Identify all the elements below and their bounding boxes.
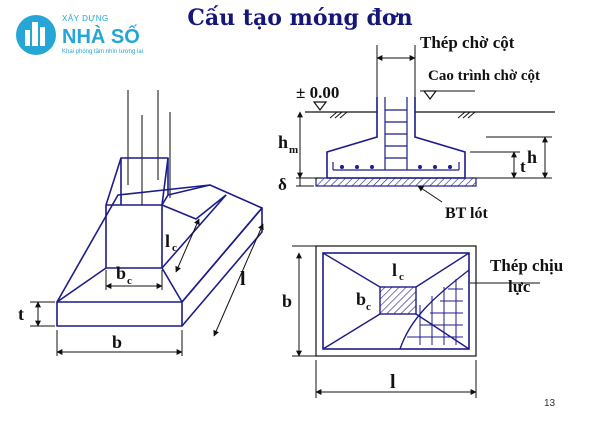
section-view: [296, 45, 555, 203]
label-zero-level: ± 0.00: [296, 83, 339, 102]
starter-level-marker-icon: [422, 90, 438, 100]
plan-rebar-grid: [407, 279, 463, 345]
iso-label-l: l: [240, 268, 246, 290]
svg-text:m: m: [289, 144, 298, 156]
isometric-dimensions: [30, 218, 264, 356]
column-front: [105, 204, 163, 269]
iso-label-b: b: [112, 332, 122, 352]
rebar-dots: [340, 165, 452, 169]
svg-text:l: l: [165, 231, 170, 251]
footing-rebar: [332, 97, 460, 171]
svg-text:c: c: [127, 275, 132, 287]
plan-label-bc: b c: [356, 289, 371, 313]
label-delta: δ: [278, 175, 287, 194]
base-top-edge: [56, 184, 263, 303]
svg-text:c: c: [399, 271, 404, 283]
plan-view: [292, 245, 540, 398]
label-starter-level: Cao trình chờ cột: [428, 68, 540, 84]
page-title: Cấu tạo móng đơn: [187, 5, 412, 31]
svg-text:h: h: [278, 132, 288, 152]
iso-label-bc: b c: [116, 263, 132, 287]
lean-concrete-outline: [315, 245, 477, 357]
page-number: 13: [544, 398, 556, 409]
base-front-face: [56, 301, 183, 327]
lean-concrete-layer: [315, 177, 477, 187]
column-top: [105, 157, 169, 206]
footing-plan-outline: [322, 252, 470, 350]
isometric-view: [56, 90, 263, 327]
column-plan: [379, 286, 417, 315]
logo-tagline: Khai phóng tầm nhìn tương lai: [62, 49, 143, 55]
logo-line-1: XÂY DỰNG: [62, 14, 109, 23]
footing-section-outline: [326, 97, 466, 179]
svg-text:c: c: [366, 301, 371, 313]
label-bt-lot: BT lót: [445, 205, 489, 222]
starter-bars: [127, 90, 171, 205]
plan-label-rebar-1: Thép chịu: [490, 256, 563, 275]
label-rebar-starter: Thép chờ cột: [420, 33, 515, 52]
label-t-section: t: [520, 157, 526, 176]
zero-level-marker-icon: [312, 101, 328, 111]
plan-label-lc: l c: [392, 260, 404, 283]
brand-logo: XÂY DỰNG NHÀ SỐ Khai phóng tầm nhìn tươn…: [16, 14, 143, 55]
base-side-face: [181, 207, 263, 327]
svg-text:l: l: [392, 260, 397, 280]
label-hm: h m: [278, 132, 298, 156]
plan-label-b: b: [282, 291, 292, 311]
svg-text:c: c: [172, 242, 177, 254]
column-side: [161, 158, 169, 206]
iso-label-t: t: [18, 304, 24, 324]
svg-text:b: b: [356, 289, 366, 309]
label-h-section: h: [527, 147, 537, 167]
iso-label-lc: l c: [165, 231, 177, 254]
plan-label-rebar-2: lực: [508, 277, 531, 296]
svg-text:b: b: [116, 263, 126, 283]
plan-label-l: l: [390, 371, 396, 393]
logo-line-2: NHÀ SỐ: [62, 24, 140, 48]
